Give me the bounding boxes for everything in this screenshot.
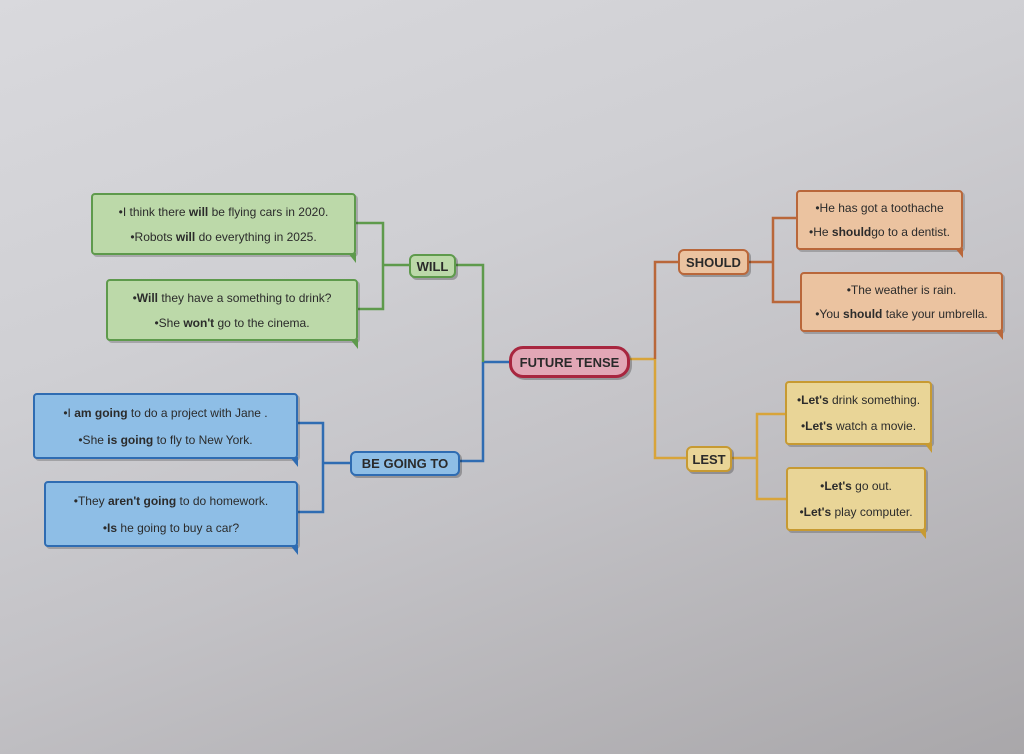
branch-label-will: WILL [416,258,449,274]
will-examples-box-1[interactable]: •I think there will be flying cars in 20… [91,193,356,263]
example-line: •I am going to do a project with Jane . [63,405,268,420]
branch-node-should[interactable]: SHOULD [678,249,749,275]
should-examples-box-2[interactable]: •The weather is rain. •You should take y… [800,272,1003,340]
should-examples-box-1[interactable]: •He has got a toothache •He shouldgo to … [796,190,963,258]
central-node-label: FUTURE TENSE [519,354,620,370]
going-examples-box-1[interactable]: •I am going to do a project with Jane . … [33,393,298,467]
example-line: •Let's go out. [820,479,892,493]
lest-examples-box-2[interactable]: •Let's go out. •Let's play computer. [786,467,926,539]
example-line: •Robots will do everything in 2025. [130,229,317,244]
branch-node-be-going-to[interactable]: BE GOING TO [350,451,460,476]
example-line: •He shouldgo to a dentist. [809,225,950,239]
example-line: •The weather is rain. [846,283,957,297]
example-line: •Let's watch a movie. [800,419,917,433]
example-line: •She won't go to the cinema. [154,315,310,330]
example-line: •You should take your umbrella. [815,307,988,321]
example-line: •He has got a toothache [815,201,944,215]
going-examples-box-2[interactable]: •They aren't going to do homework. •Is h… [44,481,298,555]
branch-node-will[interactable]: WILL [409,254,456,278]
example-line: •Will they have a something to drink? [132,290,332,305]
branch-label-should: SHOULD [686,254,741,270]
branch-node-lest[interactable]: LEST [686,446,732,472]
example-line: •I think there will be flying cars in 20… [118,204,329,219]
example-line: •Is he going to buy a car? [102,520,240,535]
branch-label-lest: LEST [692,451,726,467]
example-line: •They aren't going to do homework. [73,493,269,508]
central-node-future-tense[interactable]: FUTURE TENSE [509,346,630,378]
example-line: •She is going to fly to New York. [78,432,253,447]
will-examples-box-2[interactable]: •Will they have a something to drink? •S… [106,279,358,349]
branch-label-be-going-to: BE GOING TO [361,456,449,471]
lest-examples-box-1[interactable]: •Let's drink something. •Let's watch a m… [785,381,932,453]
example-line: •Let's drink something. [796,393,921,407]
example-line: •Let's play computer. [799,505,913,519]
